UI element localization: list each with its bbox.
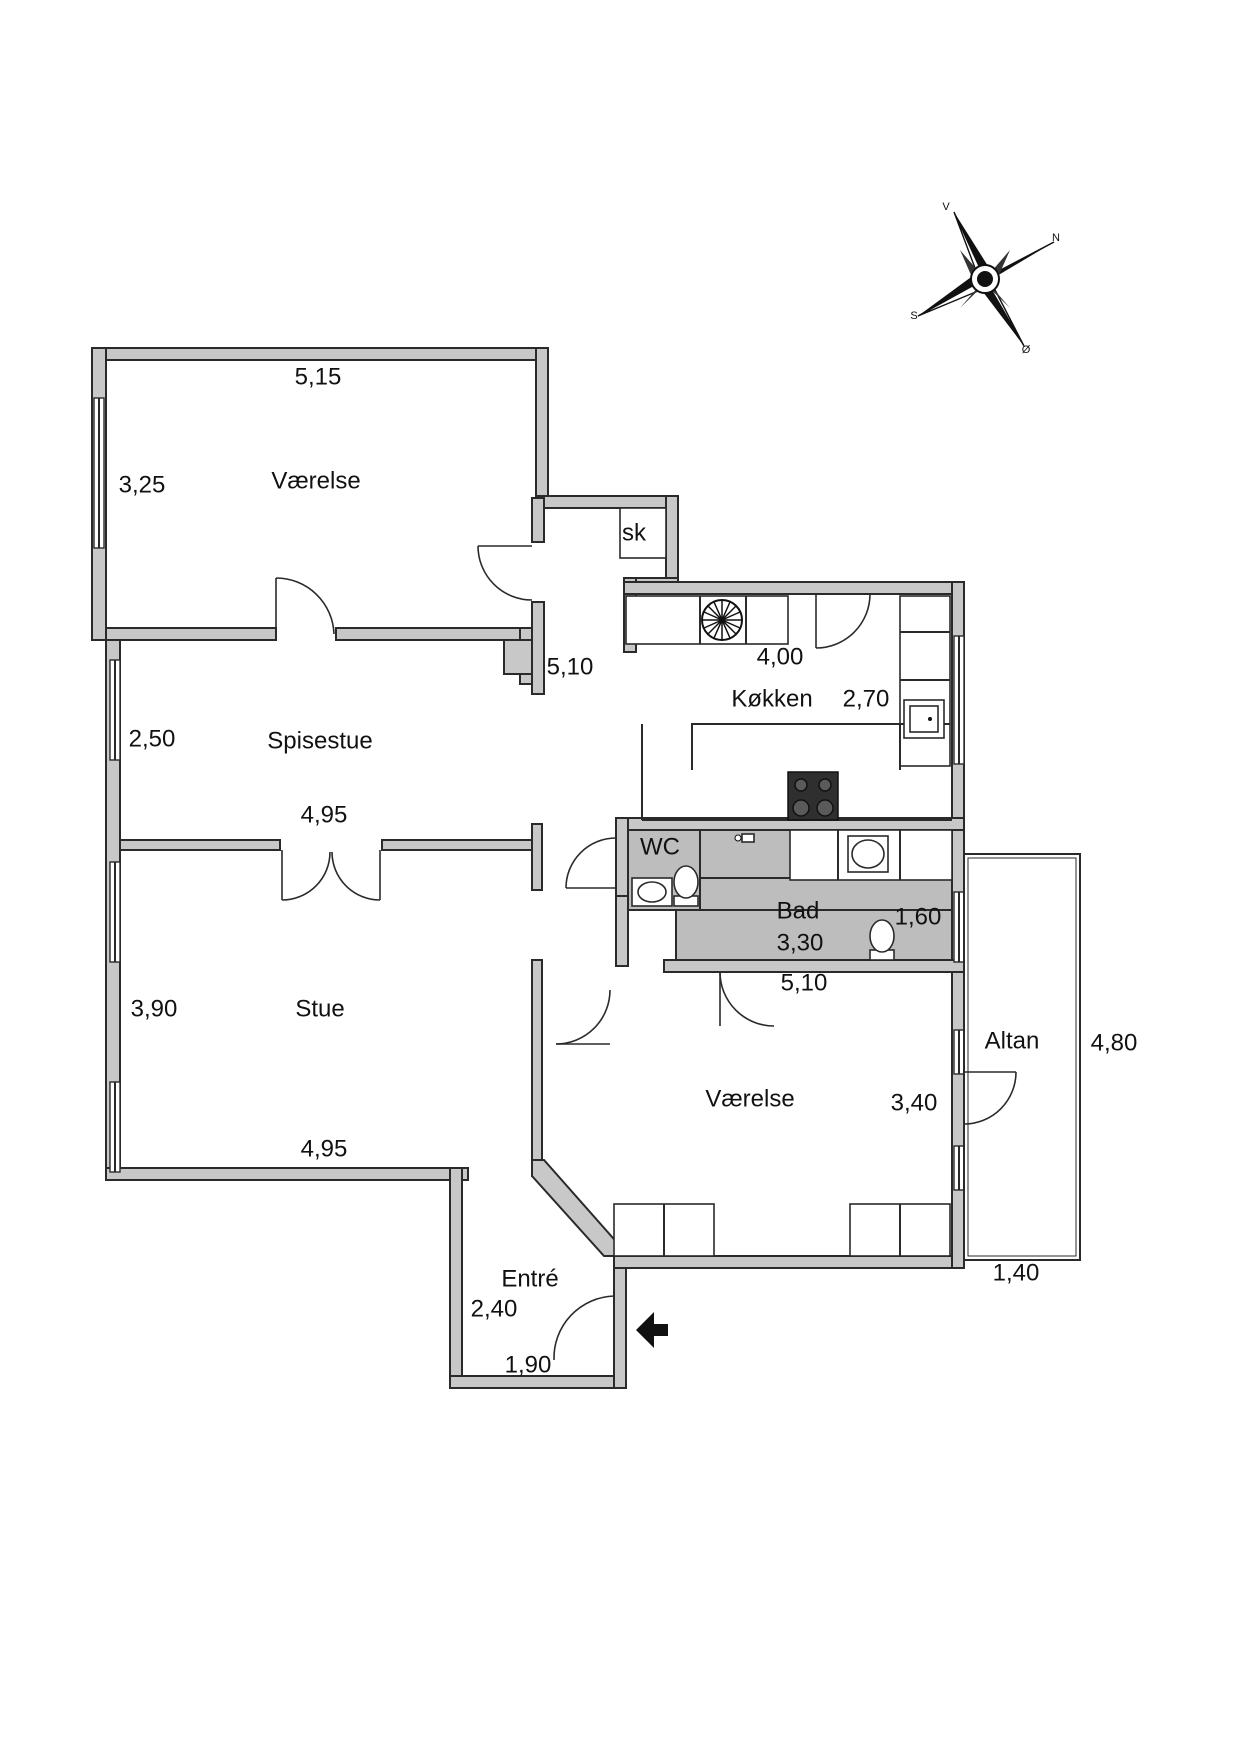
room-top-width: 5,15 <box>295 363 342 390</box>
living-width: 4,95 <box>301 1135 348 1162</box>
room-right-width: 5,10 <box>781 969 828 996</box>
compass-east: Ø <box>1022 344 1031 356</box>
compass-north: N <box>1052 232 1060 244</box>
room-top-depth: 3,25 <box>119 471 166 498</box>
dining-depth: 2,50 <box>129 725 176 752</box>
corridor-length: 5,10 <box>547 653 594 680</box>
living-name: Stue <box>295 995 344 1022</box>
entrance-arrow-icon <box>636 1312 668 1348</box>
closet-label: sk <box>622 519 647 546</box>
closet-box <box>619 507 667 559</box>
compass-west: V <box>942 201 950 213</box>
compass-icon: N V S Ø <box>910 201 1060 356</box>
bath-width: 3,30 <box>777 929 824 956</box>
wet-rooms <box>627 829 953 961</box>
wardrobes <box>613 1203 951 1257</box>
room-labels: 5,15 Værelse 3,25 sk 5,10 4,00 Køkken 2,… <box>119 363 1138 1378</box>
balcony-name: Altan <box>985 1027 1040 1054</box>
entry-name: Entré <box>501 1265 558 1292</box>
balcony-outline <box>963 853 1081 1261</box>
compass-south: S <box>910 310 917 322</box>
bath-depth: 1,60 <box>895 903 942 930</box>
kitchen-fixtures <box>625 595 952 821</box>
wc-label: WC <box>640 833 680 860</box>
balcony-length: 4,80 <box>1091 1029 1138 1056</box>
entry-width: 1,90 <box>505 1351 552 1378</box>
kitchen-depth: 2,70 <box>843 685 890 712</box>
diagonal-wall <box>531 1159 622 1257</box>
dining-name: Spisestue <box>267 727 372 754</box>
entry-depth: 2,40 <box>471 1295 518 1322</box>
bath-name: Bad <box>777 897 820 924</box>
kitchen-name: Køkken <box>731 685 812 712</box>
room-right-depth: 3,40 <box>891 1089 938 1116</box>
balcony-depth: 1,40 <box>993 1259 1040 1286</box>
dining-width: 4,95 <box>301 801 348 828</box>
doors <box>275 545 1017 1361</box>
windows <box>93 397 965 1191</box>
room-top-name: Værelse <box>271 467 360 494</box>
living-depth: 3,90 <box>131 995 178 1022</box>
room-right-name: Værelse <box>705 1085 794 1112</box>
shower-icon <box>741 833 755 843</box>
kitchen-width: 4,00 <box>757 643 804 670</box>
